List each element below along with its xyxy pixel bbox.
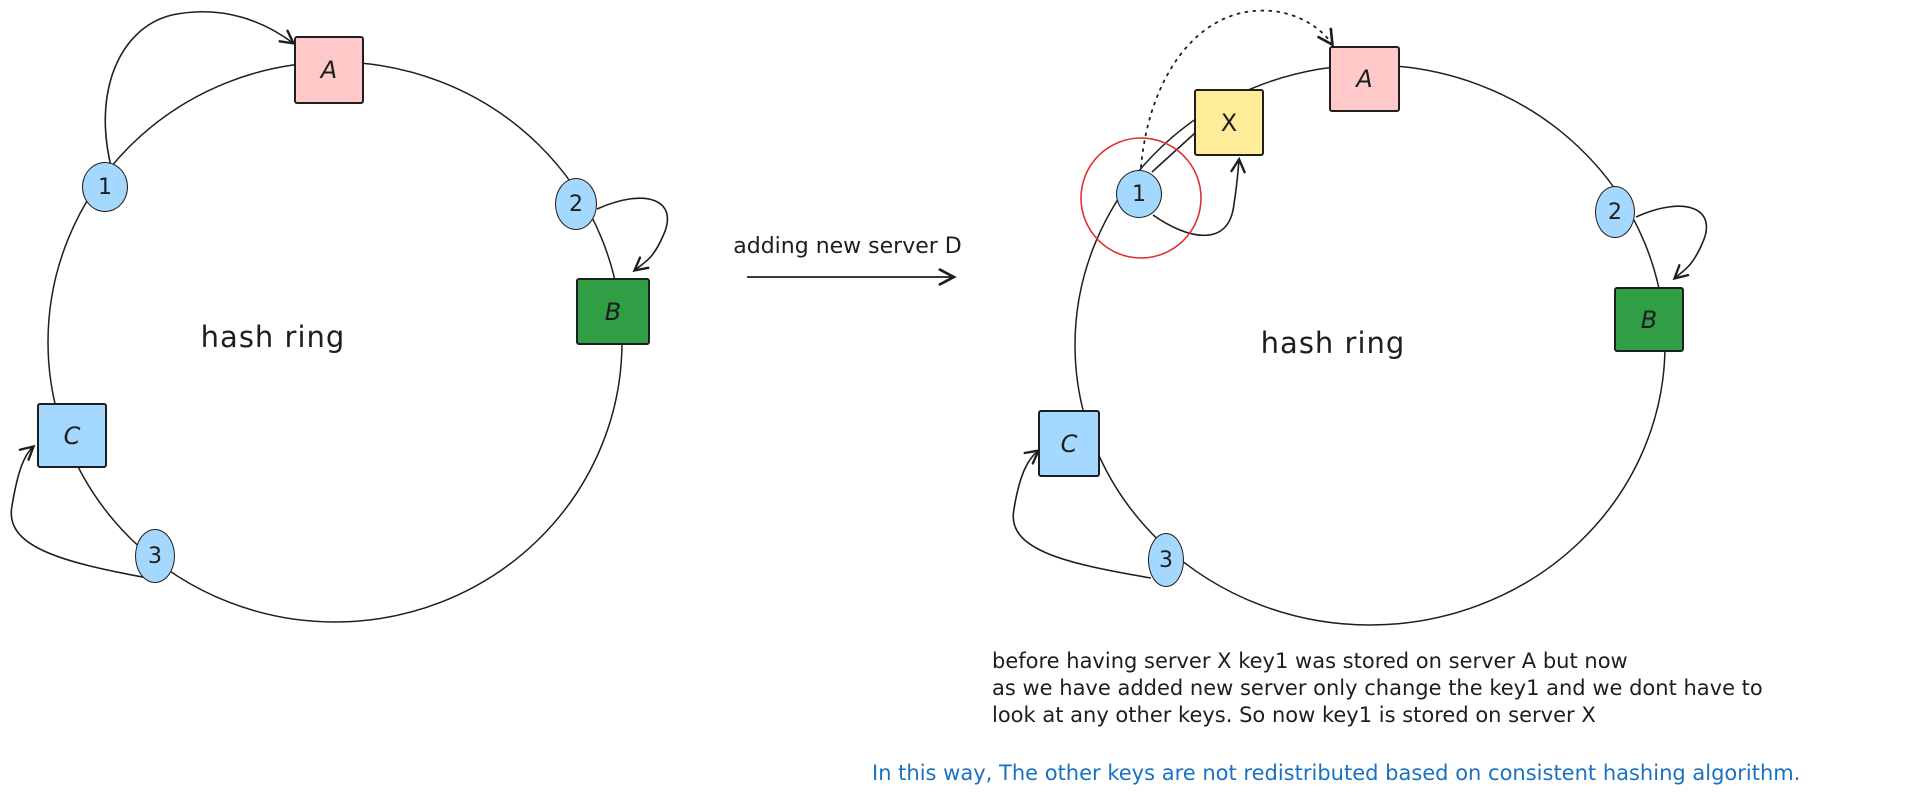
left-key-1-label: 1	[98, 174, 112, 200]
right-key-3-node: 3	[1148, 533, 1184, 587]
left-hash-ring-title: hash ring	[200, 320, 346, 354]
right-server-a-box: A	[1329, 46, 1400, 112]
left-arrow-key1-to-server-a	[104, 11, 293, 171]
left-key-2-node: 2	[555, 178, 597, 230]
right-dotted-arrow-key1-to-server-a	[1140, 9, 1332, 168]
left-server-c-label: C	[63, 421, 81, 450]
right-hash-ring-title: hash ring	[1260, 326, 1406, 360]
left-key-1-node: 1	[82, 162, 128, 212]
right-arrow-key2-to-server-b	[1635, 205, 1708, 278]
annotation-line-1: before having server X key1 was stored o…	[992, 649, 1628, 673]
annotation-line-3: look at any other keys. So now key1 is s…	[992, 703, 1596, 727]
transition-arrow-label: adding new server D	[733, 234, 962, 259]
right-server-b-box: B	[1614, 287, 1684, 352]
left-server-a-label: A	[320, 56, 338, 84]
left-server-b-box: B	[576, 278, 650, 345]
right-server-a-label: A	[1356, 65, 1373, 93]
left-arrow-key3-to-server-c	[10, 447, 149, 579]
right-key-1-node: 1	[1116, 170, 1162, 218]
right-server-c-box: C	[1038, 410, 1100, 477]
right-server-c-label: C	[1060, 429, 1078, 458]
left-server-a-box: A	[294, 36, 364, 104]
left-arrow-key2-to-server-b	[596, 197, 669, 270]
right-arrow-key1-to-server-x	[1152, 160, 1239, 237]
annotation-line-2: as we have added new server only change …	[992, 676, 1763, 700]
right-key-1-label: 1	[1132, 181, 1146, 207]
annotation-paragraph: before having server X key1 was stored o…	[992, 648, 1763, 729]
right-arrow-key3-to-server-c	[1012, 451, 1152, 579]
annotation-highlight: In this way, The other keys are not redi…	[872, 761, 1801, 785]
right-key-3-label: 3	[1159, 547, 1173, 573]
red-highlight-circle-key1	[1080, 137, 1202, 259]
right-server-x-box: X	[1194, 89, 1264, 156]
left-key-3-node: 3	[135, 529, 175, 583]
right-line-key1-to-server-x	[1151, 132, 1196, 173]
left-key-2-label: 2	[569, 191, 583, 217]
right-server-b-label: B	[1640, 305, 1658, 334]
right-key-2-label: 2	[1608, 199, 1622, 225]
right-server-x-label: X	[1220, 108, 1238, 137]
left-server-b-label: B	[604, 297, 622, 326]
left-server-c-box: C	[37, 403, 107, 468]
right-key-2-node: 2	[1595, 186, 1635, 238]
left-key-3-label: 3	[148, 543, 162, 569]
